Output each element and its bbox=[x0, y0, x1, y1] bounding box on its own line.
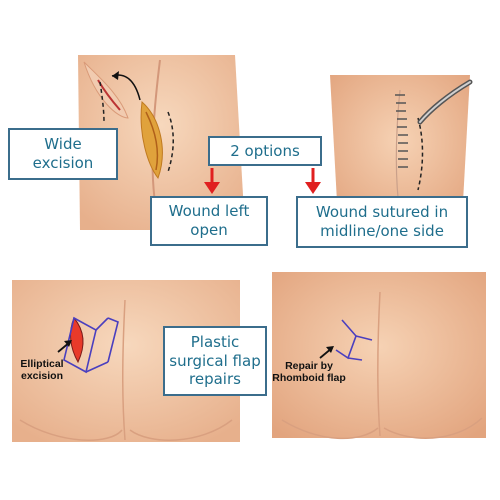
elliptical-excision-label: Elliptical excision bbox=[20, 358, 64, 383]
bottom-right-body bbox=[272, 272, 486, 440]
top-left-body bbox=[78, 55, 245, 231]
plastic-flap-label: Plastic surgical flap repairs bbox=[169, 332, 261, 389]
wide-excision-label: Wide excision bbox=[32, 135, 94, 172]
rhomboid-repair-outline bbox=[335, 319, 357, 360]
bottom-left-body bbox=[12, 280, 240, 442]
excised-tissue bbox=[83, 61, 129, 119]
top-right-body bbox=[330, 75, 473, 220]
two-options-label: 2 options bbox=[230, 141, 300, 160]
red-arrows bbox=[204, 168, 321, 194]
wound-left-open-box: Wound left open bbox=[150, 196, 268, 246]
wide-excision-box: Wide excision bbox=[8, 128, 118, 180]
wound-sutured-box: Wound sutured in midline/one side bbox=[296, 196, 468, 248]
wound-left-open-label: Wound left open bbox=[168, 202, 250, 239]
suture-line bbox=[395, 94, 408, 168]
two-options-box: 2 options bbox=[208, 136, 322, 166]
wound-sutured-label: Wound sutured in midline/one side bbox=[315, 203, 449, 240]
rhomboid-repair-label: Repair by Rhomboid flap bbox=[272, 360, 346, 385]
plastic-flap-box: Plastic surgical flap repairs bbox=[163, 326, 267, 396]
